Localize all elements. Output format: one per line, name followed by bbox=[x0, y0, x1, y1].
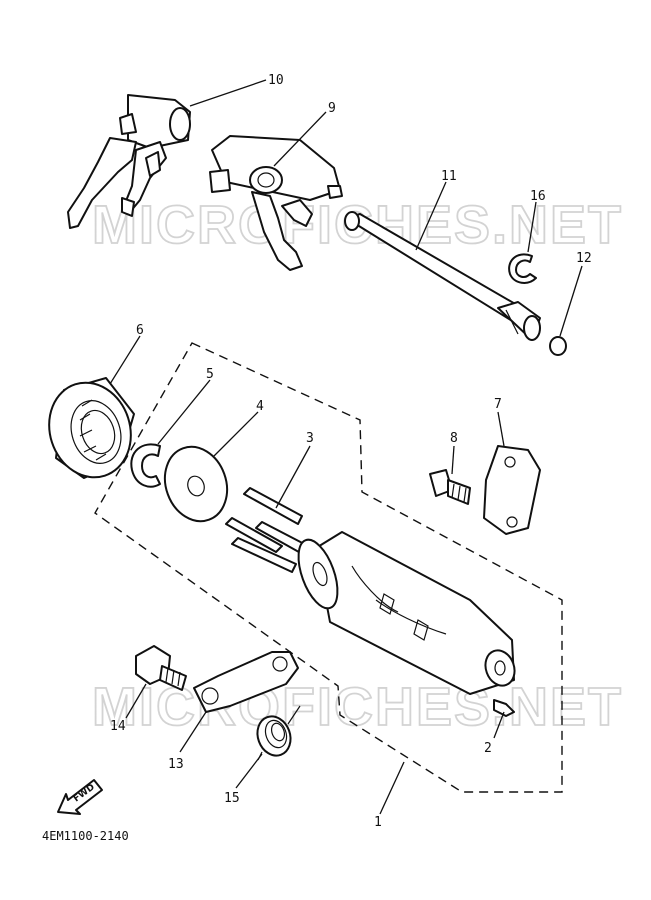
dowel-pins-3 bbox=[225, 487, 313, 573]
label-16: 16 bbox=[530, 189, 546, 204]
stopper-lever-13 bbox=[193, 651, 299, 713]
label-4: 4 bbox=[256, 399, 264, 414]
o-ring-12 bbox=[549, 336, 567, 356]
label-14: 14 bbox=[110, 719, 126, 734]
label-11: 11 bbox=[441, 169, 457, 184]
label-9: 9 bbox=[328, 101, 336, 116]
segment-plate-7 bbox=[483, 445, 541, 535]
washer-4 bbox=[163, 445, 229, 523]
pin-2 bbox=[493, 699, 515, 717]
shift-drum bbox=[297, 531, 516, 695]
circlip-16 bbox=[508, 253, 537, 284]
bearing-6 bbox=[48, 377, 135, 479]
label-3: 3 bbox=[306, 431, 314, 446]
circlip-5 bbox=[130, 443, 161, 488]
shift-fork-shaft-11 bbox=[344, 211, 541, 341]
bolt-8 bbox=[429, 469, 471, 505]
label-8: 8 bbox=[450, 431, 458, 446]
label-10: 10 bbox=[268, 73, 284, 88]
label-2: 2 bbox=[484, 741, 492, 756]
label-13: 13 bbox=[168, 757, 184, 772]
assembly-dashed-outline bbox=[94, 342, 563, 793]
label-12: 12 bbox=[576, 251, 592, 266]
label-5: 5 bbox=[206, 367, 214, 382]
shift-fork-9 bbox=[209, 135, 343, 271]
bolt-14 bbox=[135, 645, 187, 691]
label-1: 1 bbox=[374, 815, 382, 830]
label-7: 7 bbox=[494, 397, 502, 412]
fwd-arrow-icon: FWD bbox=[57, 779, 103, 815]
label-6: 6 bbox=[136, 323, 144, 338]
diagram-code: 4EM1100-2140 bbox=[42, 829, 129, 843]
shift-fork-10 bbox=[67, 94, 191, 229]
label-15: 15 bbox=[224, 791, 240, 806]
